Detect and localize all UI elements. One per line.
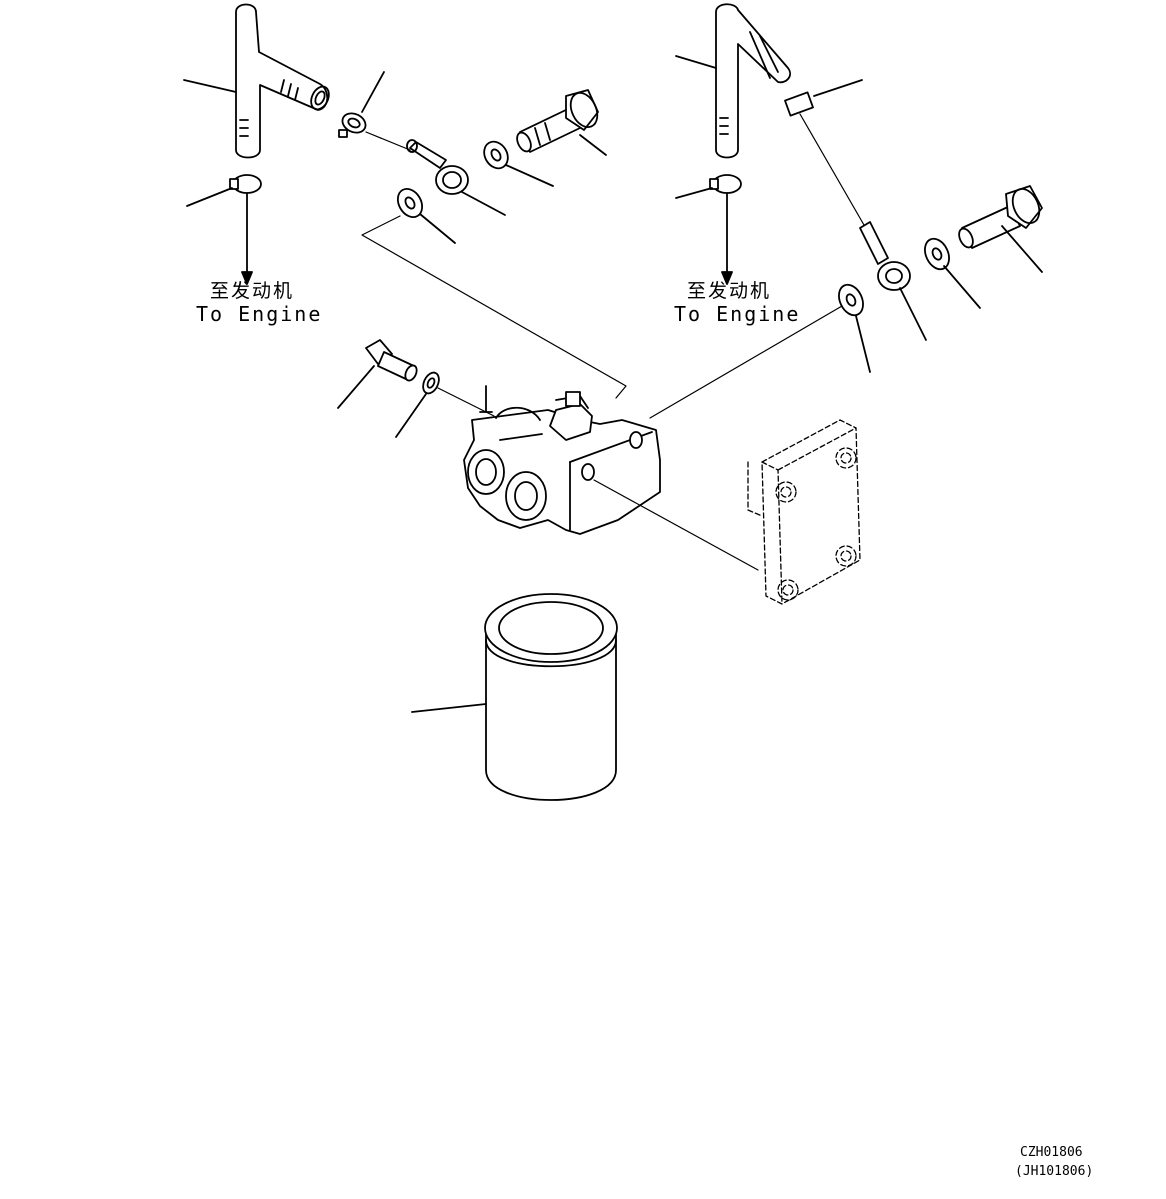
right-engine-label-cn: 至发动机 [687,280,772,302]
leader-left-hose [183,79,237,93]
banjo-bolt-left [516,89,607,156]
right-pipe [784,79,927,341]
small-clamp [338,71,385,138]
right-hose [675,3,791,159]
washer-left-1 [483,140,554,187]
washer-right-2 [838,283,871,373]
left-engine-label-cn: 至发动机 [210,280,295,302]
assembly-line-left [361,215,627,399]
right-hose-clamp [675,174,742,285]
banjo-bolt-right [958,185,1043,273]
bracket [747,419,861,605]
left-hose-clamp [186,174,262,285]
mount-washer [395,371,495,438]
eye-joint-left [406,139,506,216]
filter-head [463,385,759,571]
left-hose [235,3,330,159]
washer-right-1 [924,237,981,309]
washer-left-2 [396,187,456,244]
drawing-code: CZH01806 [1020,1145,1083,1160]
filter-cartridge [411,593,618,801]
assembly-line-right [649,305,843,419]
mount-bolt [337,339,418,409]
right-engine-label-en: To Engine [674,302,801,326]
left-engine-label-en: To Engine [196,302,323,326]
drawing-code-alt: (JH101806) [1015,1164,1094,1179]
